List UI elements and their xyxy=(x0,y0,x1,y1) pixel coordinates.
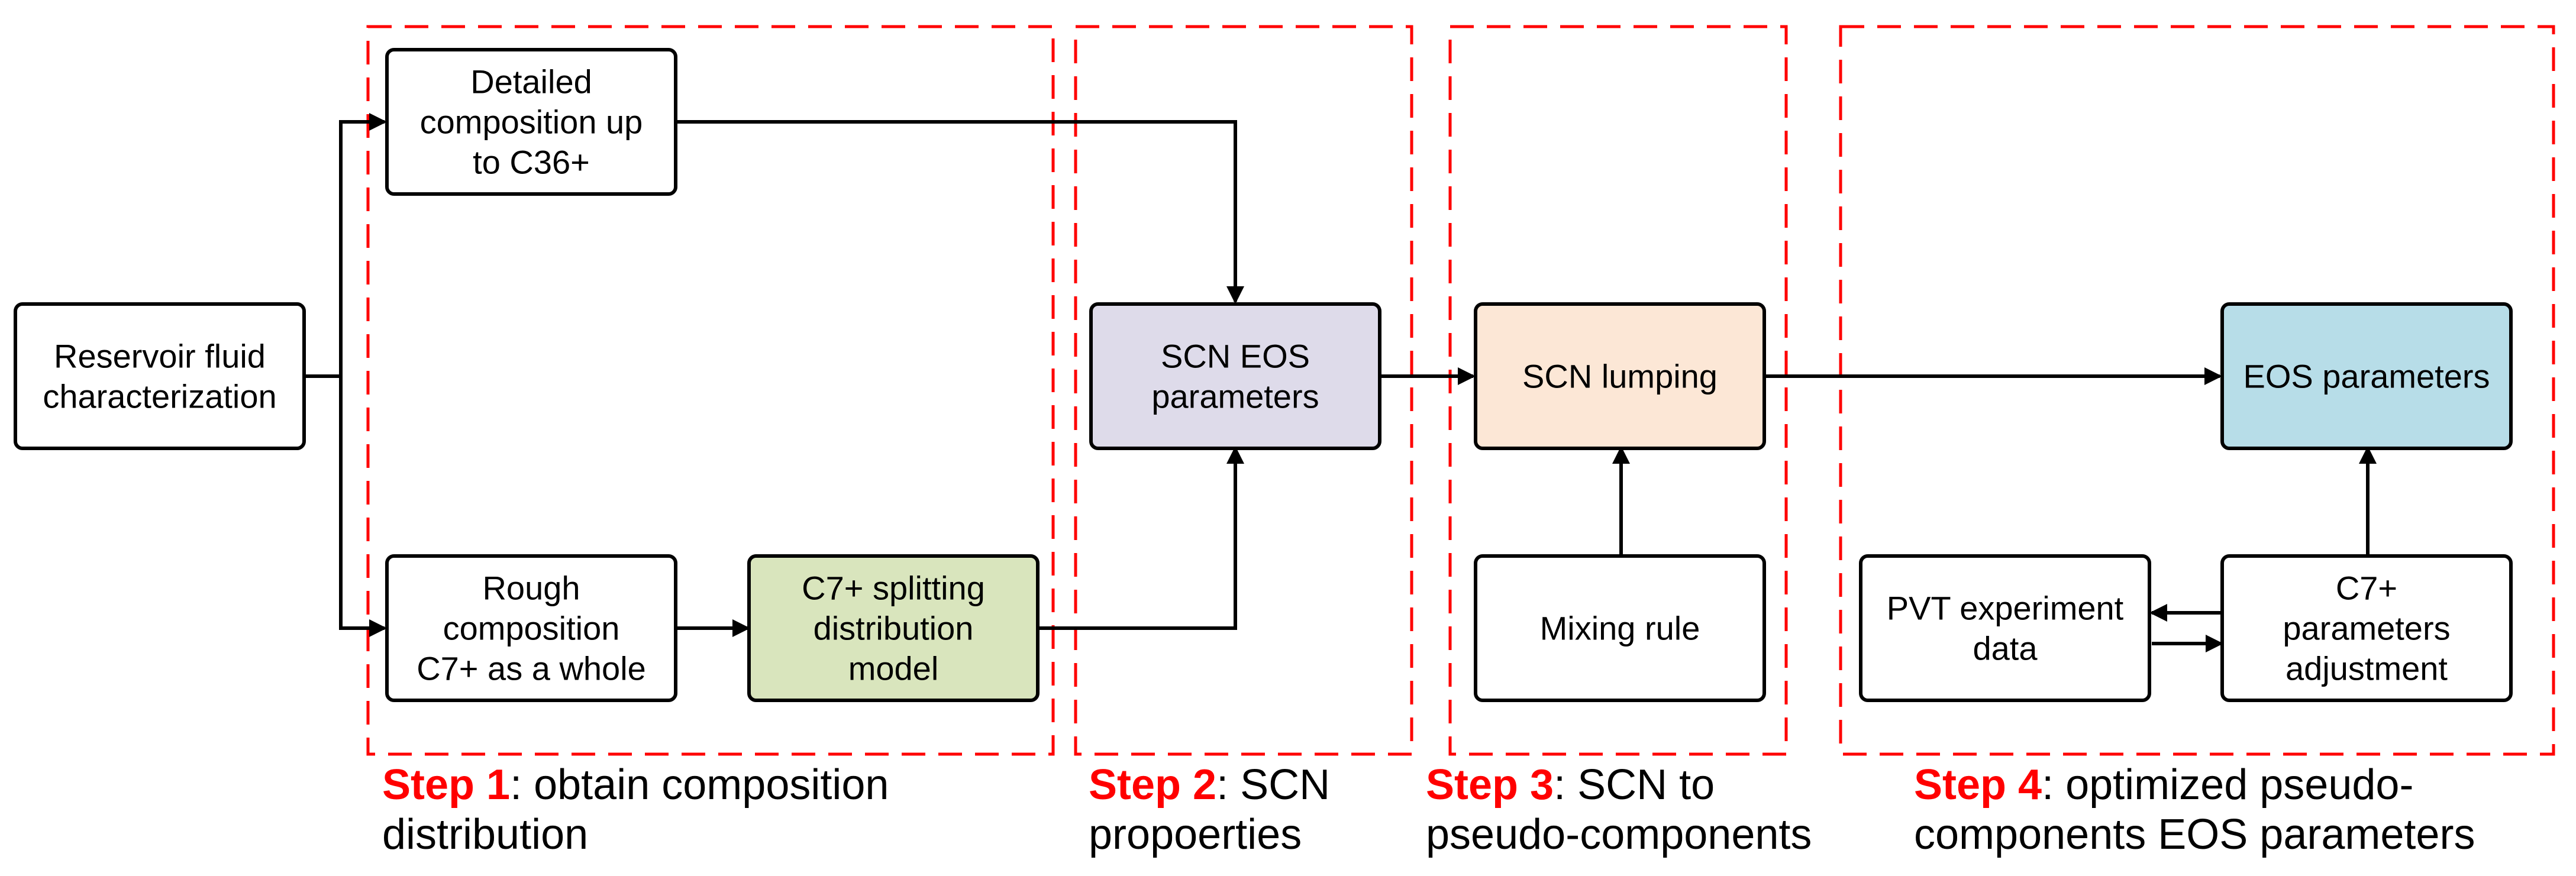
step-4-label: Step 4 xyxy=(1914,761,2042,809)
node-mixing-rule: Mixing rule xyxy=(1474,554,1766,702)
reservoir-label-line-1: Reservoir fluid xyxy=(54,338,266,375)
c7_adjust-box xyxy=(2220,554,2513,702)
rough-label-line-3: C7+ as a whole xyxy=(417,650,646,687)
eos_params-label-line-1: EOS parameters xyxy=(2243,358,2490,395)
rough-label-line-2: composition xyxy=(443,610,620,647)
rough-label-line-1: Rough xyxy=(482,570,580,607)
eos_params-box xyxy=(2220,302,2513,450)
step-1-label: Step 1 xyxy=(382,761,511,809)
step-1-text-line2: distribution xyxy=(382,811,589,858)
pvt-label-line-1: PVT experiment xyxy=(1887,590,2124,627)
step-2-label: Step 2 xyxy=(1089,761,1217,809)
edge-reservoir-to-rough xyxy=(339,376,387,637)
mixing-box xyxy=(1474,554,1766,702)
detailed-box xyxy=(385,48,677,196)
step-4-caption: Step 4: optimized pseudo- components EOS… xyxy=(1914,760,2475,859)
edge-detailed-to-scn-eos xyxy=(676,120,1244,304)
step-3-caption: Step 3: SCN to pseudo-components xyxy=(1426,760,1812,859)
detailed-label-line-3: to C36+ xyxy=(473,144,590,181)
scn_lumping-box xyxy=(1474,302,1766,450)
splitting-label-line-3: model xyxy=(848,650,939,687)
step-1-caption: Step 1: obtain composition distribution xyxy=(382,760,889,859)
node-scn-lumping: SCN lumping xyxy=(1474,302,1766,450)
splitting-label-line-1: C7+ splitting xyxy=(802,570,985,607)
scn_eos-label-line-2: parameters xyxy=(1151,378,1319,415)
edge-reservoir-to-detailed xyxy=(339,113,387,376)
pvt-label-line-2: data xyxy=(1973,630,2038,667)
reservoir-box xyxy=(14,302,306,450)
c7_adjust-label-line-1: C7+ xyxy=(2336,570,2397,607)
step-4-boundary xyxy=(1839,25,2555,756)
step-4-text-line2: components EOS parameters xyxy=(1914,811,2475,858)
splitting-label-line-2: distribution xyxy=(814,610,974,647)
scn_lumping-label-line-1: SCN lumping xyxy=(1522,358,1718,395)
step-1-text-line1: : obtain composition xyxy=(510,761,889,809)
detailed-label-line-2: composition up xyxy=(420,104,643,141)
scn_eos-box xyxy=(1089,302,1381,450)
step-1-boundary xyxy=(366,25,1055,756)
reservoir-label-line-2: characterization xyxy=(43,378,276,415)
pvt-box xyxy=(1859,554,2151,702)
c7_adjust-label-line-3: adjustment xyxy=(2286,650,2448,687)
step-3-text-line1: : SCN to xyxy=(1554,761,1715,809)
step-4-text-line1: : optimized pseudo- xyxy=(2042,761,2414,809)
splitting-box xyxy=(747,554,1040,702)
step-3-text-line2: pseudo-components xyxy=(1426,811,1812,858)
step-2-boundary xyxy=(1074,25,1413,756)
detailed-label-line-1: Detailed xyxy=(470,63,592,101)
edge-splitting-to-scn-eos xyxy=(1038,446,1244,630)
step-2-caption: Step 2: SCN propoerties xyxy=(1089,760,1330,859)
step-3-boundary xyxy=(1448,25,1788,756)
c7_adjust-label-line-2: parameters xyxy=(2283,610,2450,647)
step-2-text-line2: propoerties xyxy=(1089,811,1302,858)
scn_eos-label-line-1: SCN EOS xyxy=(1161,338,1310,375)
step-2-text-line1: : SCN xyxy=(1216,761,1331,809)
mixing-label-line-1: Mixing rule xyxy=(1540,610,1700,647)
rough-box xyxy=(385,554,677,702)
step-3-label: Step 3 xyxy=(1426,761,1554,809)
node-eos-parameters: EOS parameters xyxy=(2220,302,2513,450)
